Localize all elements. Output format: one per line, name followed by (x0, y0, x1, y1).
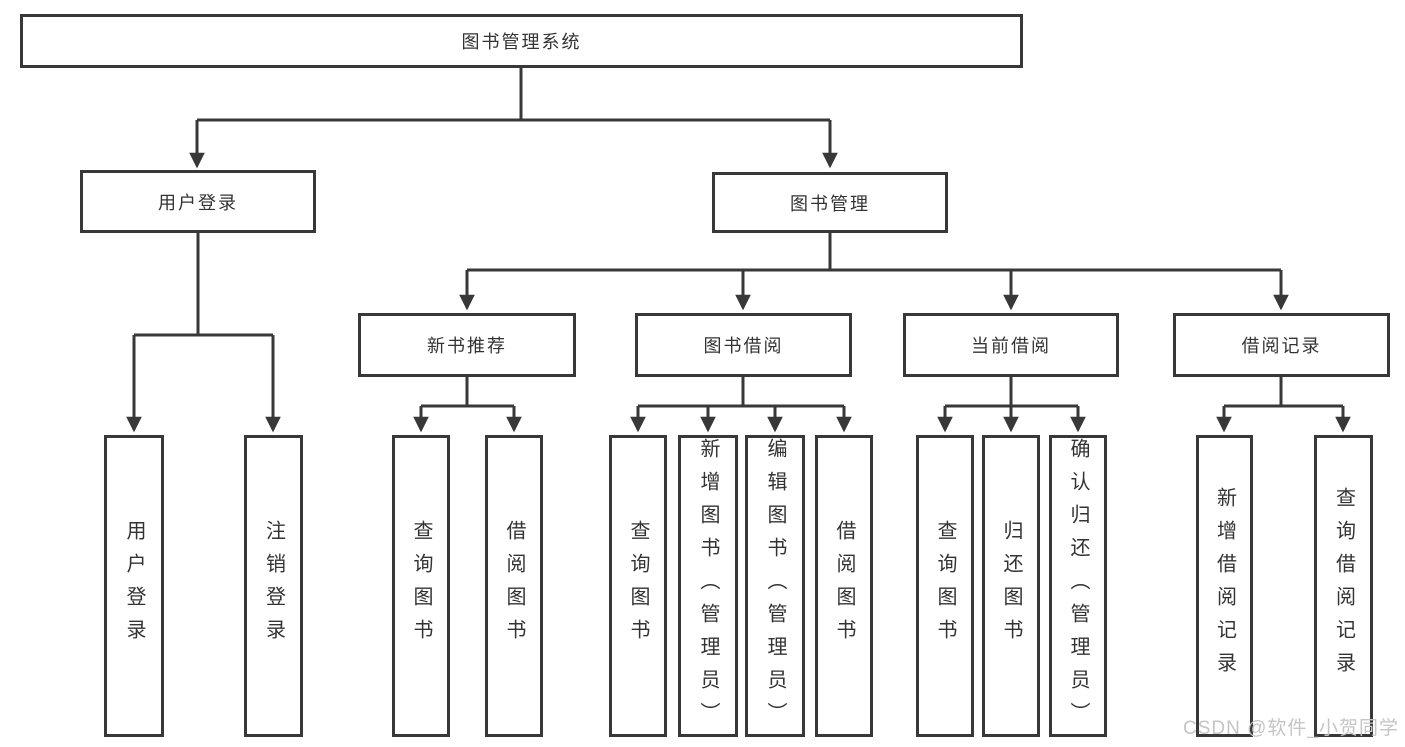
node-library-management-system: 图书管理系统 (20, 14, 1023, 68)
leaf-return-books: 归还图书 (982, 435, 1040, 737)
node-borrowing-records: 借阅记录 (1173, 313, 1390, 377)
node-book-borrowing: 图书借阅 (635, 313, 852, 377)
leaf-borrow-books-recommend: 借阅图书 (485, 435, 543, 737)
leaf-query-books-borrowing: 查询图书 (609, 435, 667, 737)
watermark: CSDN @软件_小贺同学 (1183, 718, 1399, 739)
node-book-management-branch: 图书管理 (712, 172, 948, 233)
leaf-user-login: 用户登录 (104, 435, 164, 737)
leaf-borrow-books-borrowing: 借阅图书 (815, 435, 873, 737)
node-new-book-recommendation: 新书推荐 (358, 313, 576, 377)
leaf-add-borrow-record: 新增借阅记录 (1196, 435, 1253, 737)
leaf-query-books-recommend: 查询图书 (392, 435, 450, 737)
node-user-login-branch: 用户登录 (80, 170, 316, 233)
leaf-confirm-return-admin: 确认归还（管理员） (1049, 435, 1107, 737)
leaf-logout: 注销登录 (244, 435, 303, 737)
leaf-add-book-admin: 新增图书（管理员） (678, 435, 738, 737)
leaf-query-borrow-record: 查询借阅记录 (1314, 435, 1373, 737)
node-current-borrowing: 当前借阅 (903, 313, 1119, 377)
leaf-query-books-current: 查询图书 (916, 435, 974, 737)
leaf-edit-book-admin: 编辑图书（管理员） (745, 435, 805, 737)
